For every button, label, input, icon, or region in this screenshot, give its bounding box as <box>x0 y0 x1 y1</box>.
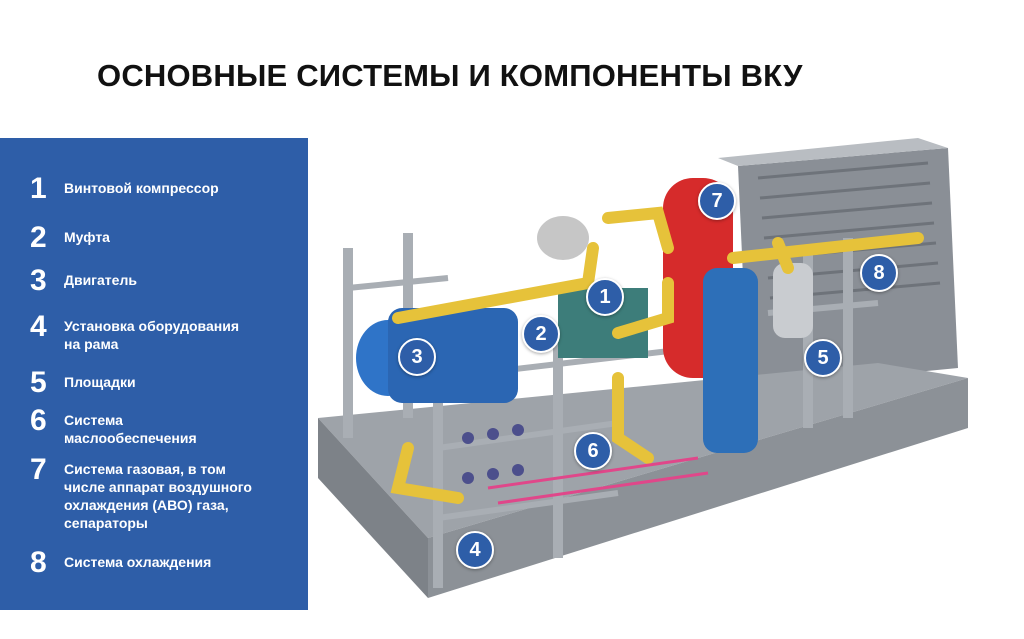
oil-separator-vessel <box>703 268 758 453</box>
cooler-top <box>718 138 948 166</box>
legend-number: 5 <box>30 366 47 399</box>
marker-5: 5 <box>804 339 842 377</box>
legend-item-8: 8 Система охлаждения <box>30 548 294 578</box>
legend-number: 3 <box>30 264 47 297</box>
marker-1: 1 <box>586 278 624 316</box>
legend-number: 6 <box>30 404 47 437</box>
legend-number: 8 <box>30 546 47 579</box>
filter-vessel <box>773 263 813 338</box>
legend-item-4: 4 Установка оборудования на рама <box>30 312 294 353</box>
marker-2: 2 <box>522 315 560 353</box>
legend-label: Винтовой компрессор <box>64 180 219 196</box>
legend-label: Установка оборудования на рама <box>64 318 239 352</box>
oil-lines <box>487 456 709 505</box>
skid-left <box>318 418 428 598</box>
legend-number: 4 <box>30 310 47 343</box>
marker-6: 6 <box>574 432 612 470</box>
legend-item-7: 7 Система газовая, в том числе аппарат в… <box>30 455 294 532</box>
legend-number: 2 <box>30 221 47 254</box>
air-filter <box>537 216 589 260</box>
unit-illustration: 1 2 3 4 5 6 7 8 <box>318 118 1024 608</box>
legend-label: Система охлаждения <box>64 554 212 570</box>
legend-label: Площадки <box>64 374 136 390</box>
marker-3: 3 <box>398 338 436 376</box>
legend-item-1: 1 Винтовой компрессор <box>30 174 294 204</box>
legend-label: Двигатель <box>64 272 137 288</box>
legend-label: Система газовая, в том числе аппарат воз… <box>64 461 252 531</box>
marker-7: 7 <box>698 182 736 220</box>
legend-label: Система маслообеспечения <box>64 412 197 446</box>
page-title: ОСНОВНЫЕ СИСТЕМЫ И КОМПОНЕНТЫ ВКУ <box>97 58 803 93</box>
legend-item-6: 6 Система маслообеспечения <box>30 406 294 447</box>
legend-panel: 1 Винтовой компрессор 2 Муфта 3 Двигател… <box>0 138 308 610</box>
gas-pipes <box>390 206 924 504</box>
motor-body <box>388 308 518 403</box>
legend-label: Муфта <box>64 229 110 245</box>
legend-number: 1 <box>30 172 47 205</box>
legend-number: 7 <box>30 453 47 486</box>
marker-4: 4 <box>456 531 494 569</box>
instrument-gauges <box>462 424 524 484</box>
marker-8: 8 <box>860 254 898 292</box>
legend-item-3: 3 Двигатель <box>30 266 294 296</box>
legend-item-5: 5 Площадки <box>30 368 294 398</box>
legend-item-2: 2 Муфта <box>30 223 294 253</box>
equipment-drawing <box>318 138 968 598</box>
